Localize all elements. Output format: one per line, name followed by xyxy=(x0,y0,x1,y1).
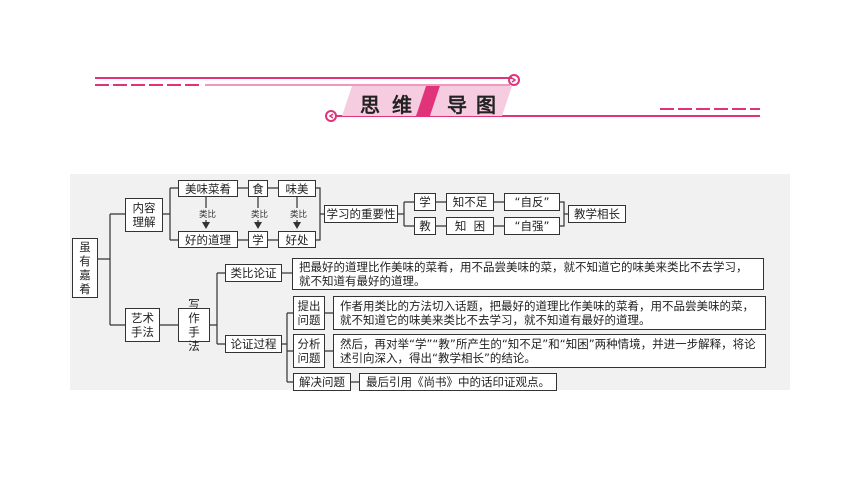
art-branch-label: 艺术手法 xyxy=(131,311,154,339)
node-learn-top: 学 xyxy=(248,231,268,248)
node-label: “自反” xyxy=(514,195,550,209)
banner-title-char: 导 xyxy=(447,93,467,117)
step-solve-question-text: 最后引用《尚书》中的话印证观点。 xyxy=(359,373,557,391)
node-label: 类比论证 xyxy=(230,266,277,280)
relation-label: 类比 xyxy=(289,208,309,220)
node-label: 学 xyxy=(252,232,264,247)
node-writing-technique: 写作手法 xyxy=(178,297,210,353)
content-branch-label: 内容理解 xyxy=(132,201,156,229)
analogy-description: 把最好的道理比作美味的菜肴，用不品尝美味的菜，就不知道它的味美来类比不去学习，就… xyxy=(292,258,764,290)
root-node: 虽有嘉肴 xyxy=(72,238,98,298)
node-label: 好的道理 xyxy=(185,232,231,247)
node-label: 解决问题 xyxy=(299,375,345,389)
relation-label: 类比 xyxy=(198,208,218,220)
node-tasty: 味美 xyxy=(278,180,316,197)
node-label: 论证过程 xyxy=(230,337,277,351)
node-analogy-argument: 类比论证 xyxy=(225,264,282,282)
step-solve-question: 解决问题 xyxy=(293,373,351,391)
content-branch-node: 内容理解 xyxy=(125,198,163,232)
node-text: 把最好的道理比作美味的菜肴，用不品尝美味的菜，就不知道它的味美来类比不去学习，就… xyxy=(299,260,748,288)
node-text: 作者用类比的方法切入话题，把最好的道理比作美味的菜肴，用不品尝美味的菜，就不知道… xyxy=(340,299,754,327)
banner-decoration xyxy=(95,74,760,122)
step-analyze-question: 分析问题 xyxy=(293,334,325,368)
node-label: 食 xyxy=(252,181,264,196)
node-label: “自强” xyxy=(514,219,550,233)
node-benefit: 好处 xyxy=(278,231,316,248)
node-eat: 食 xyxy=(248,180,268,197)
node-text: 最后引用《尚书》中的话印证观点。 xyxy=(366,375,550,389)
step-analyze-question-text: 然后，再对举“学”“教”所产生的“知不足”和“知困”两种情境，并进一步解释，将论… xyxy=(333,334,766,368)
node-teach-hard: 知 困 xyxy=(446,217,494,235)
node-text: 然后，再对举“学”“教”所产生的“知不足”和“知困”两种情境，并进一步解释，将论… xyxy=(340,337,756,365)
node-self-strengthen: “自强” xyxy=(504,217,560,235)
node-label: 学习的重要性 xyxy=(326,207,396,221)
node-label: 教 xyxy=(419,219,431,233)
node-teach: 教 xyxy=(414,217,436,235)
art-branch-node: 艺术手法 xyxy=(125,308,160,342)
node-self-reflect: “自反” xyxy=(504,193,560,211)
node-delicious-dish: 美味菜肴 xyxy=(178,180,238,197)
node-label: 好处 xyxy=(285,232,309,247)
node-label: 味美 xyxy=(285,181,309,196)
banner-title-char: 图 xyxy=(476,93,496,117)
node-learn: 学 xyxy=(414,193,436,211)
node-label: 写作手法 xyxy=(188,297,200,353)
banner xyxy=(95,74,760,122)
step-raise-question-text: 作者用类比的方法切入话题，把最好的道理比作美味的菜肴，用不品尝美味的菜，就不知道… xyxy=(333,296,766,330)
node-argument-process: 论证过程 xyxy=(225,335,282,353)
node-label: 分析问题 xyxy=(297,337,321,365)
relation-label: 类比 xyxy=(250,208,270,220)
banner-title-char: 思 xyxy=(360,93,380,117)
node-good-principle: 好的道理 xyxy=(178,231,238,248)
node-label: 知 困 xyxy=(454,219,486,233)
node-label: 提出问题 xyxy=(297,299,321,327)
node-learn-lack: 知不足 xyxy=(446,193,494,211)
root-node-label: 虽有嘉肴 xyxy=(79,240,91,296)
node-label: 知不足 xyxy=(452,195,488,209)
node-importance: 学习的重要性 xyxy=(324,205,398,223)
node-conclusion: 教学相长 xyxy=(568,205,626,223)
node-label: 教学相长 xyxy=(574,207,620,221)
node-label: 学 xyxy=(419,195,431,209)
node-label: 美味菜肴 xyxy=(185,181,231,196)
banner-title-char: 维 xyxy=(392,93,412,117)
step-raise-question: 提出问题 xyxy=(293,296,325,330)
